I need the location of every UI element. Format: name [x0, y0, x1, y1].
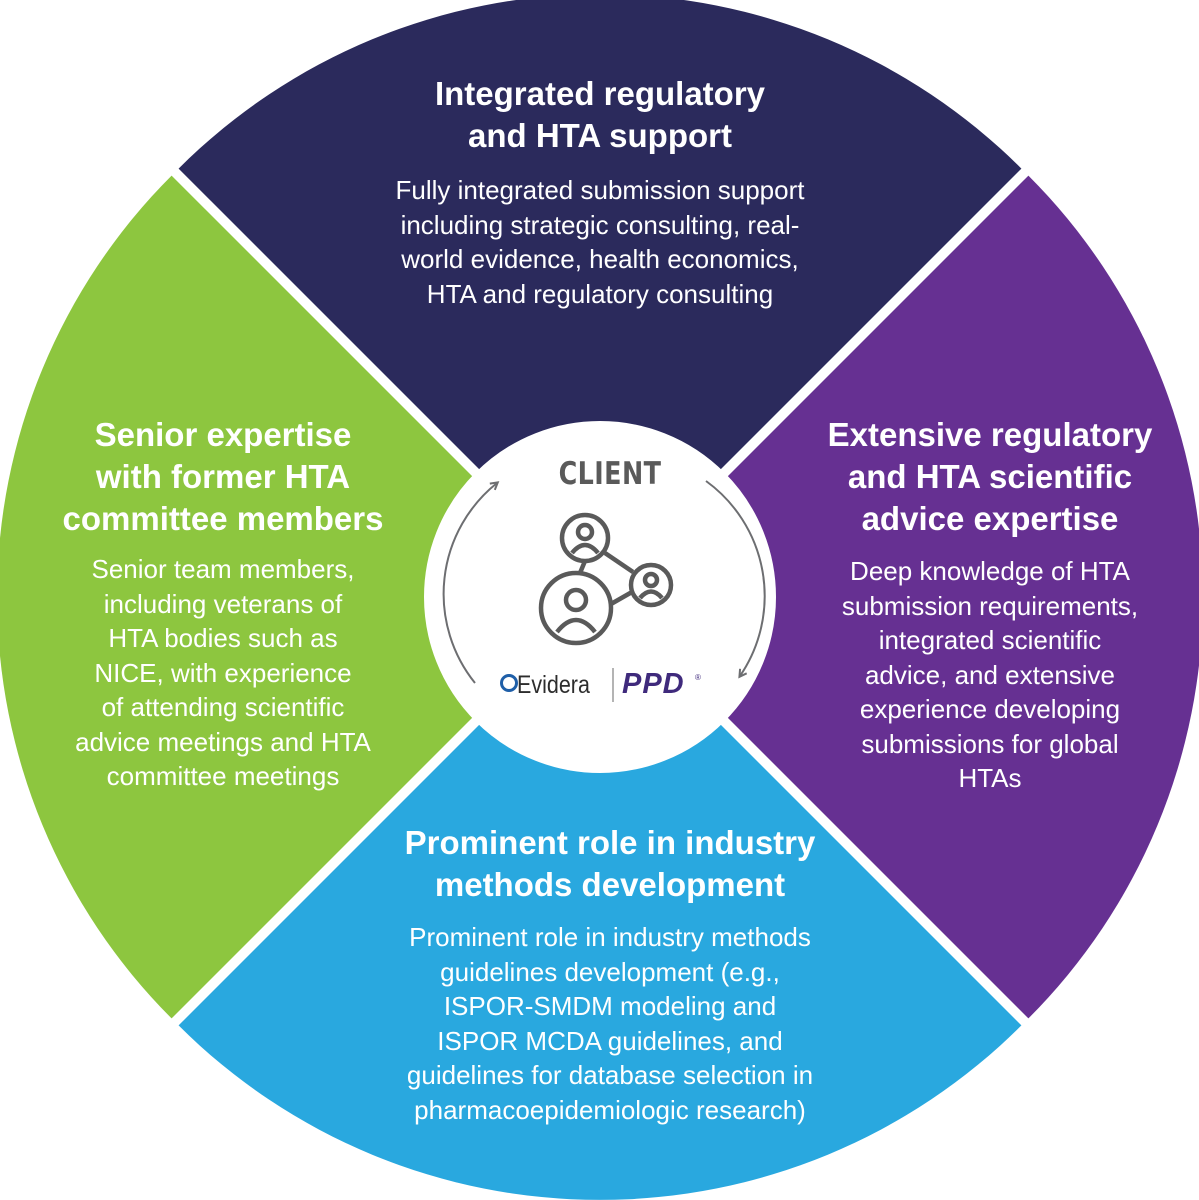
desc-line: ISPOR MCDA guidelines, and	[437, 1025, 783, 1056]
logo-divider	[612, 668, 614, 702]
title-line: Extensive regulatory	[827, 416, 1153, 453]
segment-left-text: Senior expertise with former HTA committ…	[48, 414, 398, 794]
desc-line: Fully integrated submission support	[395, 175, 805, 205]
title-line: Integrated regulatory	[434, 75, 766, 112]
desc-line: including strategic consulting, real-	[400, 209, 800, 240]
desc-line: guidelines for database selection in	[406, 1060, 814, 1090]
connected-people-icon	[538, 512, 674, 646]
title-line: advice expertise	[861, 500, 1119, 537]
desc-line: NICE, with experience	[94, 657, 352, 688]
desc-line: guidelines development (e.g.,	[440, 956, 780, 987]
desc-line: pharmacoepidemiologic research)	[414, 1094, 806, 1125]
ppd-registered-mark: ®	[695, 673, 701, 682]
client-label: CLIENT	[558, 456, 662, 492]
desc-line: ISPOR-SMDM modeling and	[443, 991, 777, 1021]
desc-line: of attending scientific	[101, 692, 345, 722]
segment-left-description: Senior team members, including veterans …	[48, 552, 398, 794]
cycle-arrow-left	[442, 483, 497, 684]
segment-right-description: Deep knowledge of HTA submission require…	[800, 554, 1180, 796]
segment-top-text: Integrated regulatory and HTA support Fu…	[330, 73, 870, 311]
desc-line: Deep knowledge of HTA	[850, 556, 1130, 586]
desc-line: including veterans of	[103, 588, 343, 619]
title-line: and HTA support	[468, 117, 732, 154]
desc-line: world evidence, health economics,	[401, 244, 799, 274]
segment-bottom	[178, 604, 1022, 1200]
segment-left-title: Senior expertise with former HTA committ…	[48, 414, 398, 540]
segment-left	[0, 175, 593, 1019]
evidera-logo-text: Evidera	[517, 671, 590, 699]
segment-bottom-title: Prominent role in industry methods devel…	[360, 822, 860, 906]
title-line: and HTA scientific	[847, 458, 1133, 495]
desc-line: HTA bodies such as	[108, 623, 338, 653]
desc-line: submission requirements,	[841, 590, 1139, 621]
desc-line: integrated scientific	[878, 625, 1102, 655]
desc-line: experience developing	[859, 694, 1121, 724]
title-line: methods development	[434, 866, 786, 903]
title-line: committee members	[62, 500, 384, 537]
segment-top-description: Fully integrated submission support incl…	[330, 173, 870, 311]
evidera-logo-icon	[500, 674, 518, 692]
desc-line: committee meetings	[106, 761, 340, 791]
desc-line: advice, and extensive	[864, 659, 1116, 690]
desc-line: advice meetings and HTA	[75, 726, 371, 757]
cycle-arrow-right	[705, 480, 766, 676]
title-line: Prominent role in industry	[404, 824, 816, 861]
segment-right-title: Extensive regulatory and HTA scientific …	[800, 414, 1180, 540]
desc-line: submissions for global	[861, 728, 1119, 759]
desc-line: HTA and regulatory consulting	[426, 278, 774, 309]
segment-right	[607, 175, 1199, 1019]
segment-top-title: Integrated regulatory and HTA support	[330, 73, 870, 157]
segment-bottom-text: Prominent role in industry methods devel…	[360, 822, 860, 1127]
title-line: with former HTA	[95, 458, 351, 495]
segment-bottom-description: Prominent role in industry methods guide…	[360, 920, 860, 1127]
desc-line: Senior team members,	[91, 554, 355, 584]
partner-logos: Evidera PPD ®	[490, 666, 720, 706]
title-line: Senior expertise	[94, 416, 352, 453]
desc-line: HTAs	[958, 763, 1022, 793]
segment-right-text: Extensive regulatory and HTA scientific …	[800, 414, 1180, 796]
segment-top	[178, 0, 1022, 590]
desc-line: Prominent role in industry methods	[409, 922, 811, 952]
ppd-logo-text: PPD	[622, 668, 685, 700]
